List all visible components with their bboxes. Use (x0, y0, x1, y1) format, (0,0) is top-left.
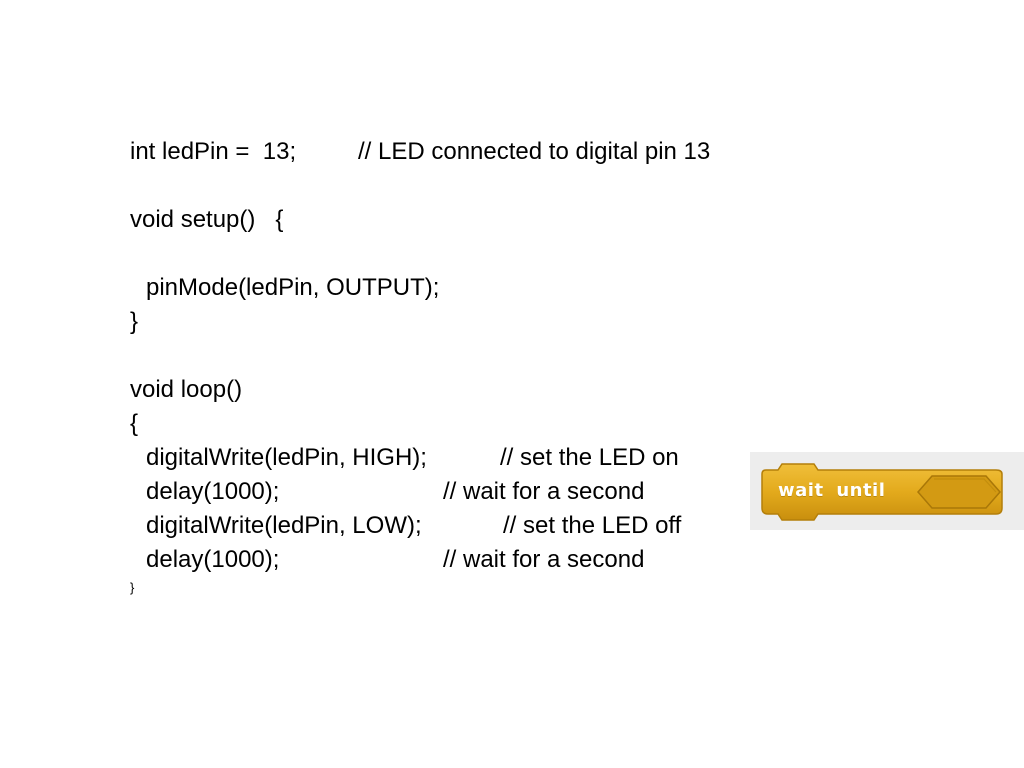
code-comment-wait-2: // wait for a second (443, 546, 645, 573)
code-comment-led-on: // set the LED on (500, 444, 679, 471)
wait-until-block-label[interactable]: wait until (778, 480, 886, 501)
code-comment-wait-1: // wait for a second (443, 478, 645, 505)
code-line-delay-1: delay(1000); (146, 478, 280, 505)
code-line-setup-close: } (130, 308, 139, 335)
code-line-write-low: digitalWrite(ledPin, LOW); (146, 512, 422, 539)
code-line-write-high: digitalWrite(ledPin, HIGH); (146, 444, 427, 471)
scratch-block-panel: wait until (750, 452, 1024, 530)
code-line-pin-declaration: int ledPin = 13; (130, 138, 297, 165)
code-line-loop-open: { (130, 410, 139, 437)
code-line-setup-open: void setup() { (130, 206, 284, 233)
code-line-delay-2: delay(1000); (146, 546, 280, 573)
code-comment-led-off: // set the LED off (503, 512, 682, 539)
code-line-loop-declaration: void loop() (130, 376, 243, 403)
code-line-pinmode: pinMode(ledPin, OUTPUT); (146, 274, 440, 301)
code-comment-pin: // LED connected to digital pin 13 (358, 138, 711, 165)
code-line-loop-close: } (130, 580, 135, 595)
wait-until-block-shape-icon[interactable] (760, 460, 1006, 524)
